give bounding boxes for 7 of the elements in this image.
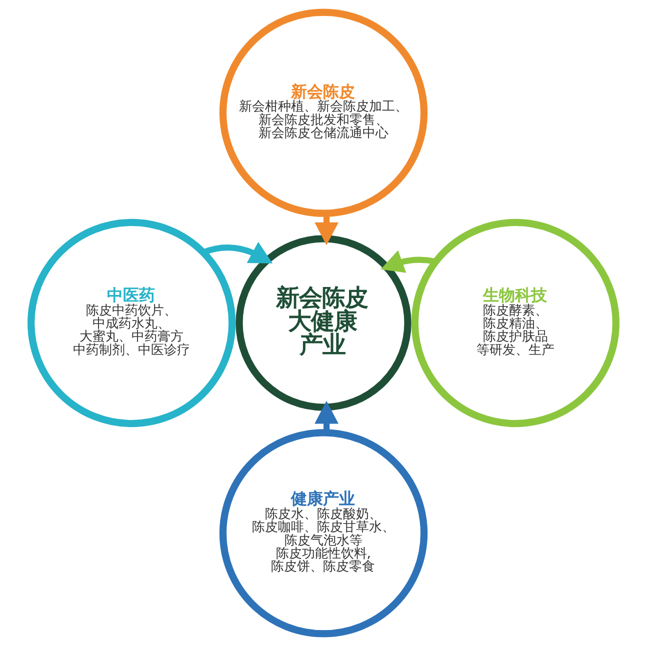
node-circle: 中医药 陈皮中药饮片、中成药水丸、大蜜丸、中药膏方中药制剂、中医诊疗 — [27, 218, 236, 428]
arrow — [380, 250, 436, 273]
node-circle: 新会陈皮大健康产业 — [235, 235, 411, 411]
node-circle: 生物科技 陈皮酵素、陈皮精油、陈皮护肤品等研发、生产 — [410, 218, 619, 428]
node-circle: 健康产业 陈皮水、陈皮酸奶、陈皮咖啡、陈皮甘草水、陈皮气泡水等陈皮功能性饮料,陈皮饼、陈皮零食 — [218, 429, 428, 638]
arrow — [202, 242, 272, 264]
node-circle: 新会陈皮 新会柑种植、新会陈皮加工、新会陈皮批发和零售、新会陈皮仓储流通中心 — [218, 8, 428, 217]
